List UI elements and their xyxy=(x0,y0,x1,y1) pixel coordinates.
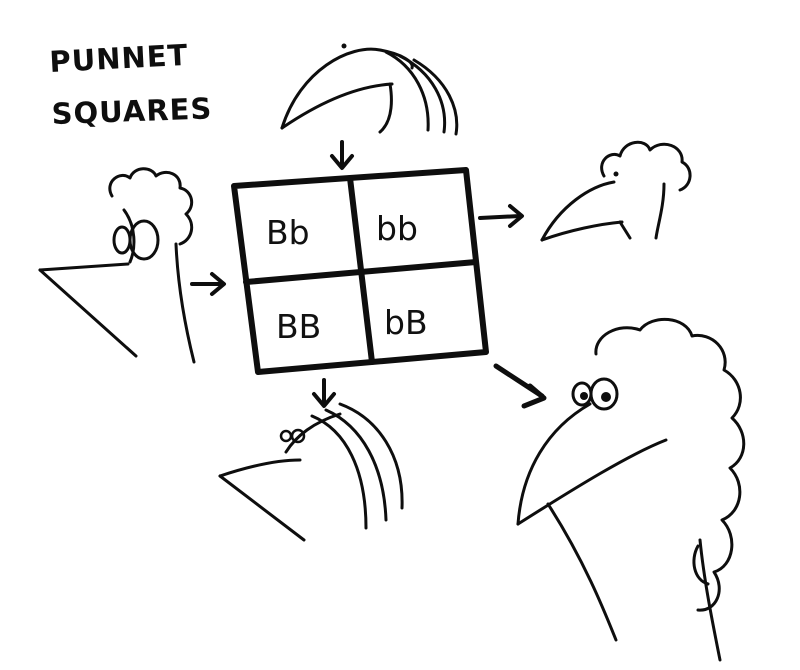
arrow-to-right-offspring xyxy=(478,204,524,228)
punnett-cell-bottom-right: bB xyxy=(384,303,428,342)
arrow-to-bottom-offspring xyxy=(312,378,336,408)
punnett-grid-horizontal-line xyxy=(243,259,479,285)
punnett-square: Bb bb BB bB xyxy=(231,167,489,375)
top-parent-chicken xyxy=(280,43,459,136)
offspring-chicken-bottom xyxy=(218,402,404,542)
punnett-cell-top-left: Bb xyxy=(266,213,310,252)
arrow-from-top-parent xyxy=(330,140,354,170)
punnett-cell-top-right: bb xyxy=(376,209,418,248)
offspring-chicken-large xyxy=(516,317,746,662)
arrow-from-left-parent xyxy=(190,272,226,296)
arrow-to-large-offspring xyxy=(493,363,547,409)
title: PUNNET SQUARES xyxy=(49,38,213,131)
title-line-2: SQUARES xyxy=(51,91,213,131)
title-line-1: PUNNET xyxy=(49,38,190,79)
punnett-cell-bottom-left: BB xyxy=(276,307,321,346)
offspring-chicken-right xyxy=(540,140,692,242)
left-parent-chicken xyxy=(38,167,196,364)
punnett-grid-outer xyxy=(231,167,489,375)
